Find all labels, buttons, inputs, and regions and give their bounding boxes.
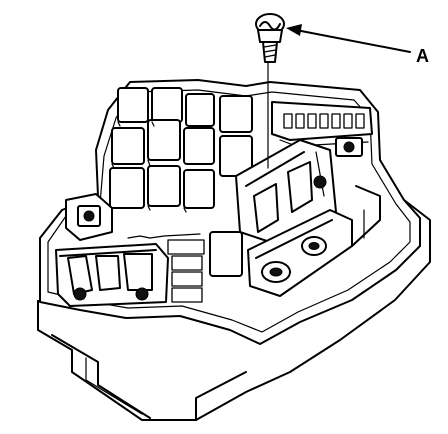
relay-cluster-upper: [109, 87, 253, 213]
terminal-block-left: [65, 193, 113, 241]
connector-lower-left: [55, 243, 169, 307]
leader-arrow: [286, 24, 411, 53]
center-cover: [235, 139, 337, 245]
screw-icon: [255, 13, 285, 63]
fuse-stack-middle: [127, 231, 243, 303]
callout-label: A: [416, 46, 429, 66]
fuse-row-upper: [271, 101, 373, 157]
mounting-bracket-right: [247, 185, 381, 297]
